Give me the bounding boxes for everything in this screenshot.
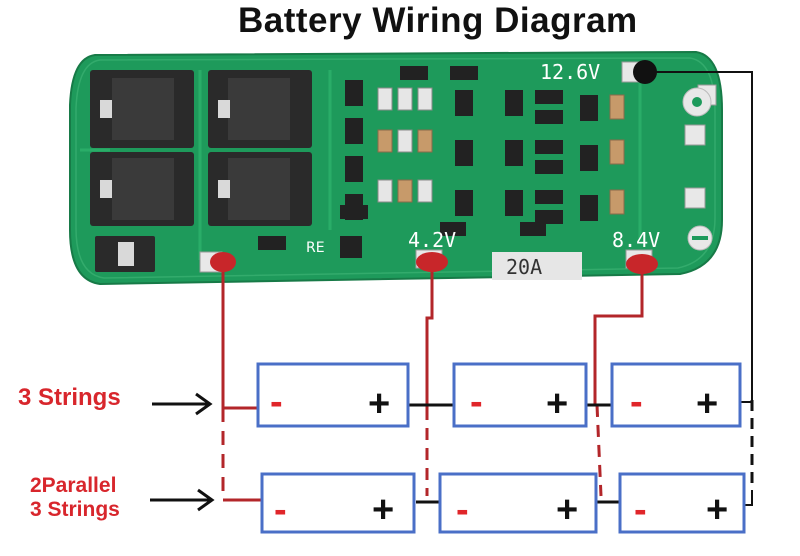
cell-1-2: - +	[452, 362, 588, 428]
cell-plus: +	[696, 383, 718, 425]
cell-plus: +	[372, 489, 394, 531]
smd-components	[95, 66, 625, 272]
cell-plus: +	[546, 383, 568, 425]
row-three-strings: - + - + - +	[256, 362, 742, 428]
mosfet-group	[90, 70, 312, 226]
diagram-title: Battery Wiring Diagram	[238, 1, 638, 40]
label-three-strings: 3 Strings	[18, 384, 121, 411]
cell-minus: -	[270, 381, 283, 423]
arrow-two-parallel	[150, 488, 215, 512]
cell-2-1: - +	[260, 472, 416, 534]
cell-1-1: - +	[256, 362, 410, 428]
current-label-bg	[492, 252, 582, 280]
cell-2-2: - +	[438, 472, 598, 534]
label-two-parallel-line2: 3 Strings	[30, 498, 120, 522]
cell-2-3: - +	[618, 472, 746, 534]
label-two-parallel-line1: 2Parallel	[30, 474, 117, 497]
label-current: 20A	[506, 255, 542, 279]
cell-minus: -	[630, 381, 643, 423]
cell-minus: -	[456, 489, 469, 531]
cell-minus: -	[634, 489, 647, 531]
label-re: RE	[306, 240, 325, 256]
cell-plus: +	[706, 489, 728, 531]
black-wire-12v	[633, 60, 754, 506]
cell-minus: -	[470, 381, 483, 423]
red-wires	[221, 262, 644, 502]
solder-dot-12v	[633, 60, 657, 84]
label-two-parallel: 2Parallel 3 Strings	[30, 474, 120, 522]
label-12v: 12.6V	[540, 60, 600, 84]
cell-1-3: - +	[610, 362, 742, 428]
arrow-three-strings	[152, 392, 213, 416]
cell-plus: +	[368, 383, 390, 425]
cell-connectors	[408, 403, 620, 504]
label-84v: 8.4V	[612, 228, 660, 252]
solder-dots-red	[210, 252, 658, 274]
cell-plus: +	[556, 489, 578, 531]
pcb-board: 12.6V 8.4V 4.2V 20A RE	[69, 50, 723, 286]
cell-minus: -	[274, 489, 287, 531]
row-two-parallel: - + - + - +	[260, 472, 746, 534]
label-42v: 4.2V	[408, 228, 456, 252]
